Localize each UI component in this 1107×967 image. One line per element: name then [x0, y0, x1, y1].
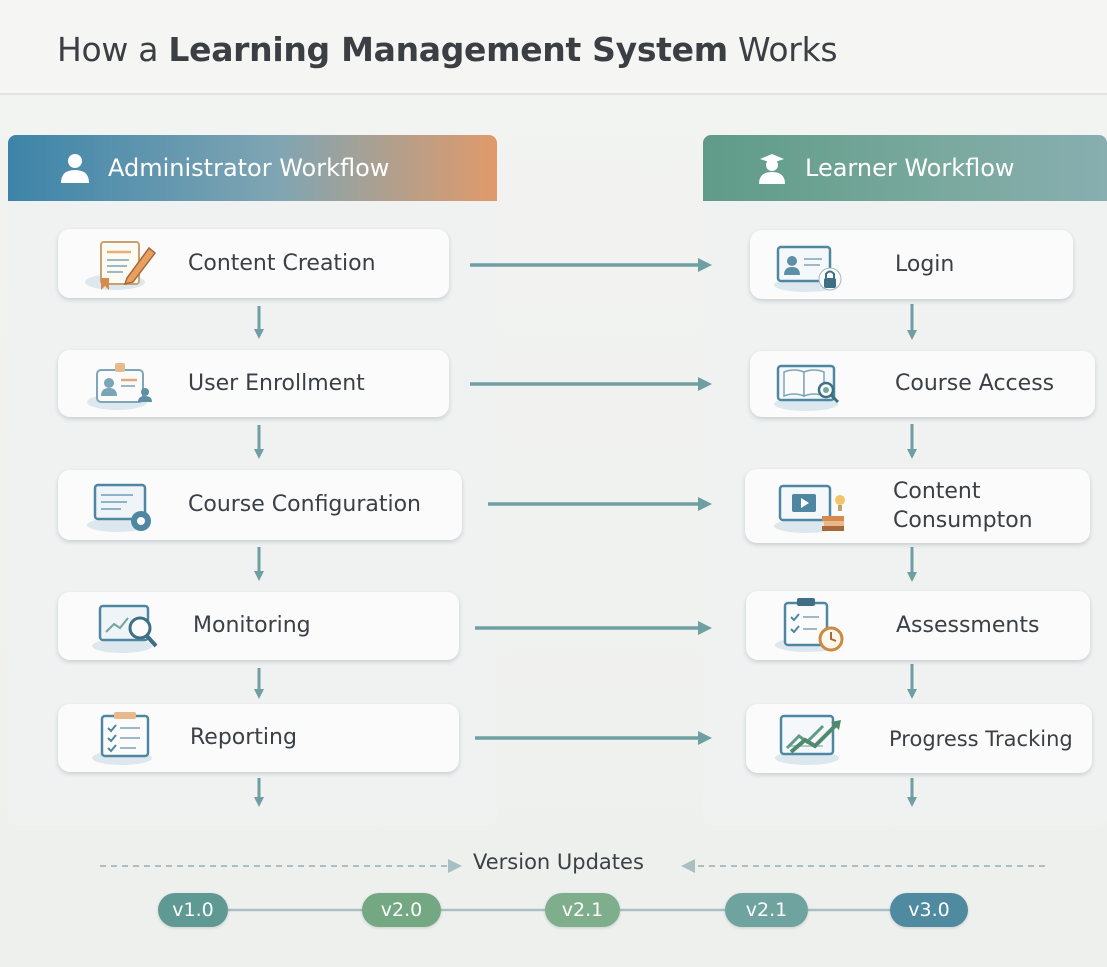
version-pill-v3-0[interactable]: v3.0	[890, 893, 968, 927]
learner-step-login[interactable]: Login	[750, 230, 1073, 299]
learner-step-label: Progress Tracking	[889, 726, 1073, 751]
login-lock-icon	[770, 235, 850, 295]
clipboard-clock-icon	[771, 595, 851, 655]
admin-step-label: Content Creation	[188, 250, 376, 276]
learner-step-label: Course Access	[895, 371, 1055, 396]
cross-arrows	[470, 258, 712, 745]
learner-step-label: Content Consumpton	[893, 478, 1033, 534]
admin-step-label: Course Configuration	[188, 492, 421, 517]
version-pill-v2-1-b[interactable]: v2.1	[725, 893, 808, 927]
user-icon	[56, 149, 94, 187]
learner-panel-title: Learner Workflow	[805, 154, 1015, 182]
version-pill-v2-0[interactable]: v2.0	[362, 893, 441, 927]
version-updates-title: Version Updates	[473, 850, 644, 874]
title-bar: How a Learning Management System Works	[0, 0, 1107, 95]
growth-chart-icon	[771, 708, 851, 768]
page-title: How a Learning Management System Works	[57, 30, 838, 69]
learner-step-assessments[interactable]: Assessments	[746, 591, 1090, 660]
monitor-gear-icon	[83, 475, 163, 535]
admin-step-label: User Enrollment	[188, 370, 365, 396]
learner-step-course-access[interactable]: Course Access	[750, 351, 1095, 417]
checklist-icon	[88, 708, 168, 768]
admin-panel-title: Administrator Workflow	[108, 154, 390, 182]
version-pill-v1-0[interactable]: v1.0	[158, 893, 228, 927]
document-pencil-icon	[83, 234, 163, 294]
open-book-icon	[770, 354, 850, 414]
id-card-icon	[83, 354, 163, 414]
admin-panel-header: Administrator Workflow	[8, 135, 497, 201]
learner-step-content-consumption[interactable]: Content Consumpton	[745, 469, 1090, 543]
learner-panel-header: Learner Workflow	[703, 135, 1107, 201]
video-player-icon	[770, 476, 850, 536]
admin-step-course-configuration[interactable]: Course Configuration	[58, 470, 462, 540]
admin-step-user-enrollment[interactable]: User Enrollment	[58, 350, 449, 417]
admin-step-monitoring[interactable]: Monitoring	[58, 592, 459, 660]
admin-step-label: Monitoring	[193, 613, 311, 638]
learner-step-progress-tracking[interactable]: Progress Tracking	[746, 704, 1092, 773]
learner-step-label: Assessments	[896, 612, 1040, 638]
version-pill-v2-1[interactable]: v2.1	[545, 893, 620, 927]
graduate-icon	[753, 149, 791, 187]
monitor-magnifier-icon	[88, 596, 168, 656]
learner-step-label: Login	[895, 251, 955, 277]
admin-step-content-creation[interactable]: Content Creation	[58, 229, 449, 298]
admin-step-label: Reporting	[190, 725, 297, 750]
admin-step-reporting[interactable]: Reporting	[58, 704, 459, 772]
